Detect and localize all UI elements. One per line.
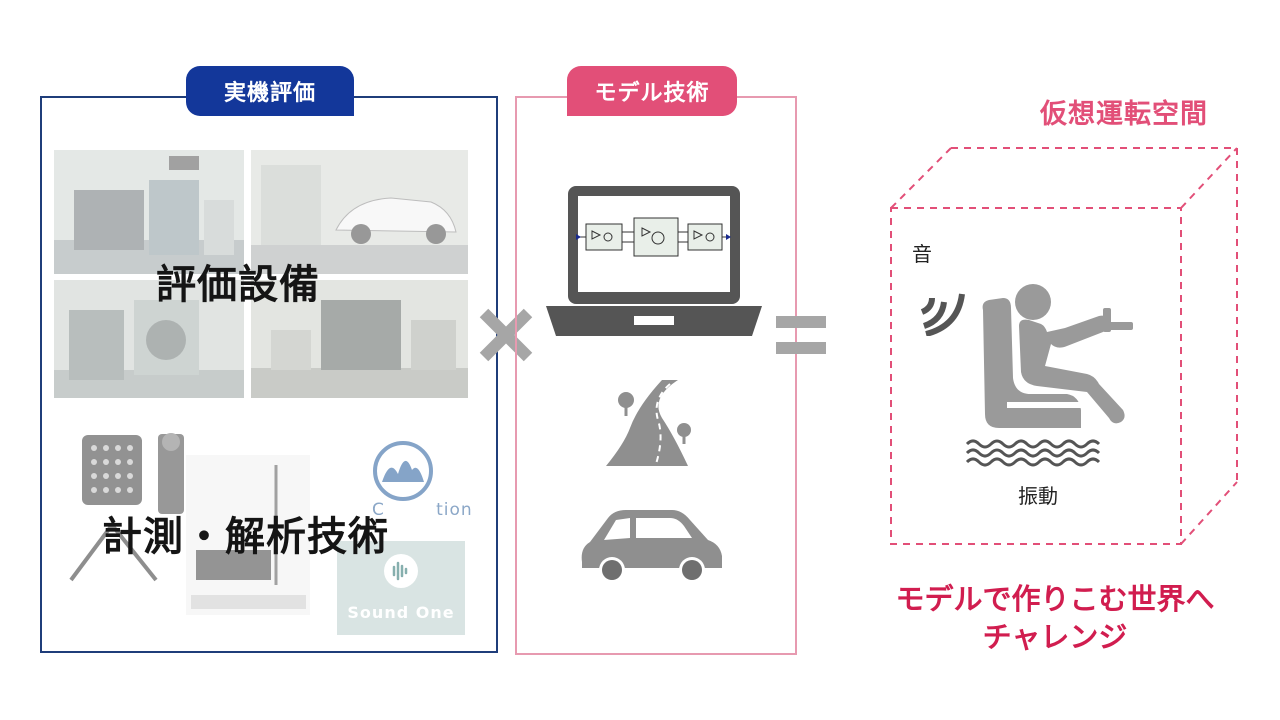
- sound-one-logo: Sound One: [337, 541, 465, 635]
- challenge-message-line2: チャレンジ: [982, 620, 1128, 654]
- software-logo-text: C tion: [372, 500, 473, 520]
- virtual-space-cube: [885, 140, 1245, 556]
- model-technology-tab: モデル技術: [567, 66, 737, 116]
- analyzer-photo: [186, 455, 310, 615]
- sound-waves-icon: [918, 276, 974, 340]
- facility-label: 評価設備: [156, 262, 320, 308]
- seated-driver-icon: [975, 282, 1145, 436]
- road-icon: [600, 378, 700, 474]
- facility-photo-powertrain-rig: [251, 280, 468, 398]
- virtual-driving-space-title: 仮想運転空間: [1040, 99, 1208, 130]
- vibration-waves-icon: [965, 436, 1105, 472]
- measurement-device-photo: [66, 430, 186, 590]
- challenge-message: モデルで作りこむ世界へ チャレンジ: [860, 580, 1250, 656]
- car-icon: [578, 500, 724, 594]
- sound-one-text: Sound One: [347, 603, 455, 622]
- facility-photo-transmission-bench: [54, 280, 244, 398]
- facility-photo-engine-bench: [54, 150, 244, 274]
- sound-label: 音: [912, 242, 932, 266]
- measurement-analysis-label: 計測・解析技術: [102, 514, 389, 560]
- software-logo-icon: [372, 440, 434, 502]
- facility-photo-chassis-dyno: [251, 150, 468, 274]
- equals-operator-icon: [776, 314, 826, 360]
- vibration-label: 振動: [1018, 484, 1058, 508]
- challenge-message-line1: モデルで作りこむ世界へ: [895, 582, 1215, 616]
- laptop-simulation-icon: [546, 184, 762, 344]
- multiply-operator-icon: [476, 305, 536, 369]
- real-evaluation-tab: 実機評価: [186, 66, 354, 116]
